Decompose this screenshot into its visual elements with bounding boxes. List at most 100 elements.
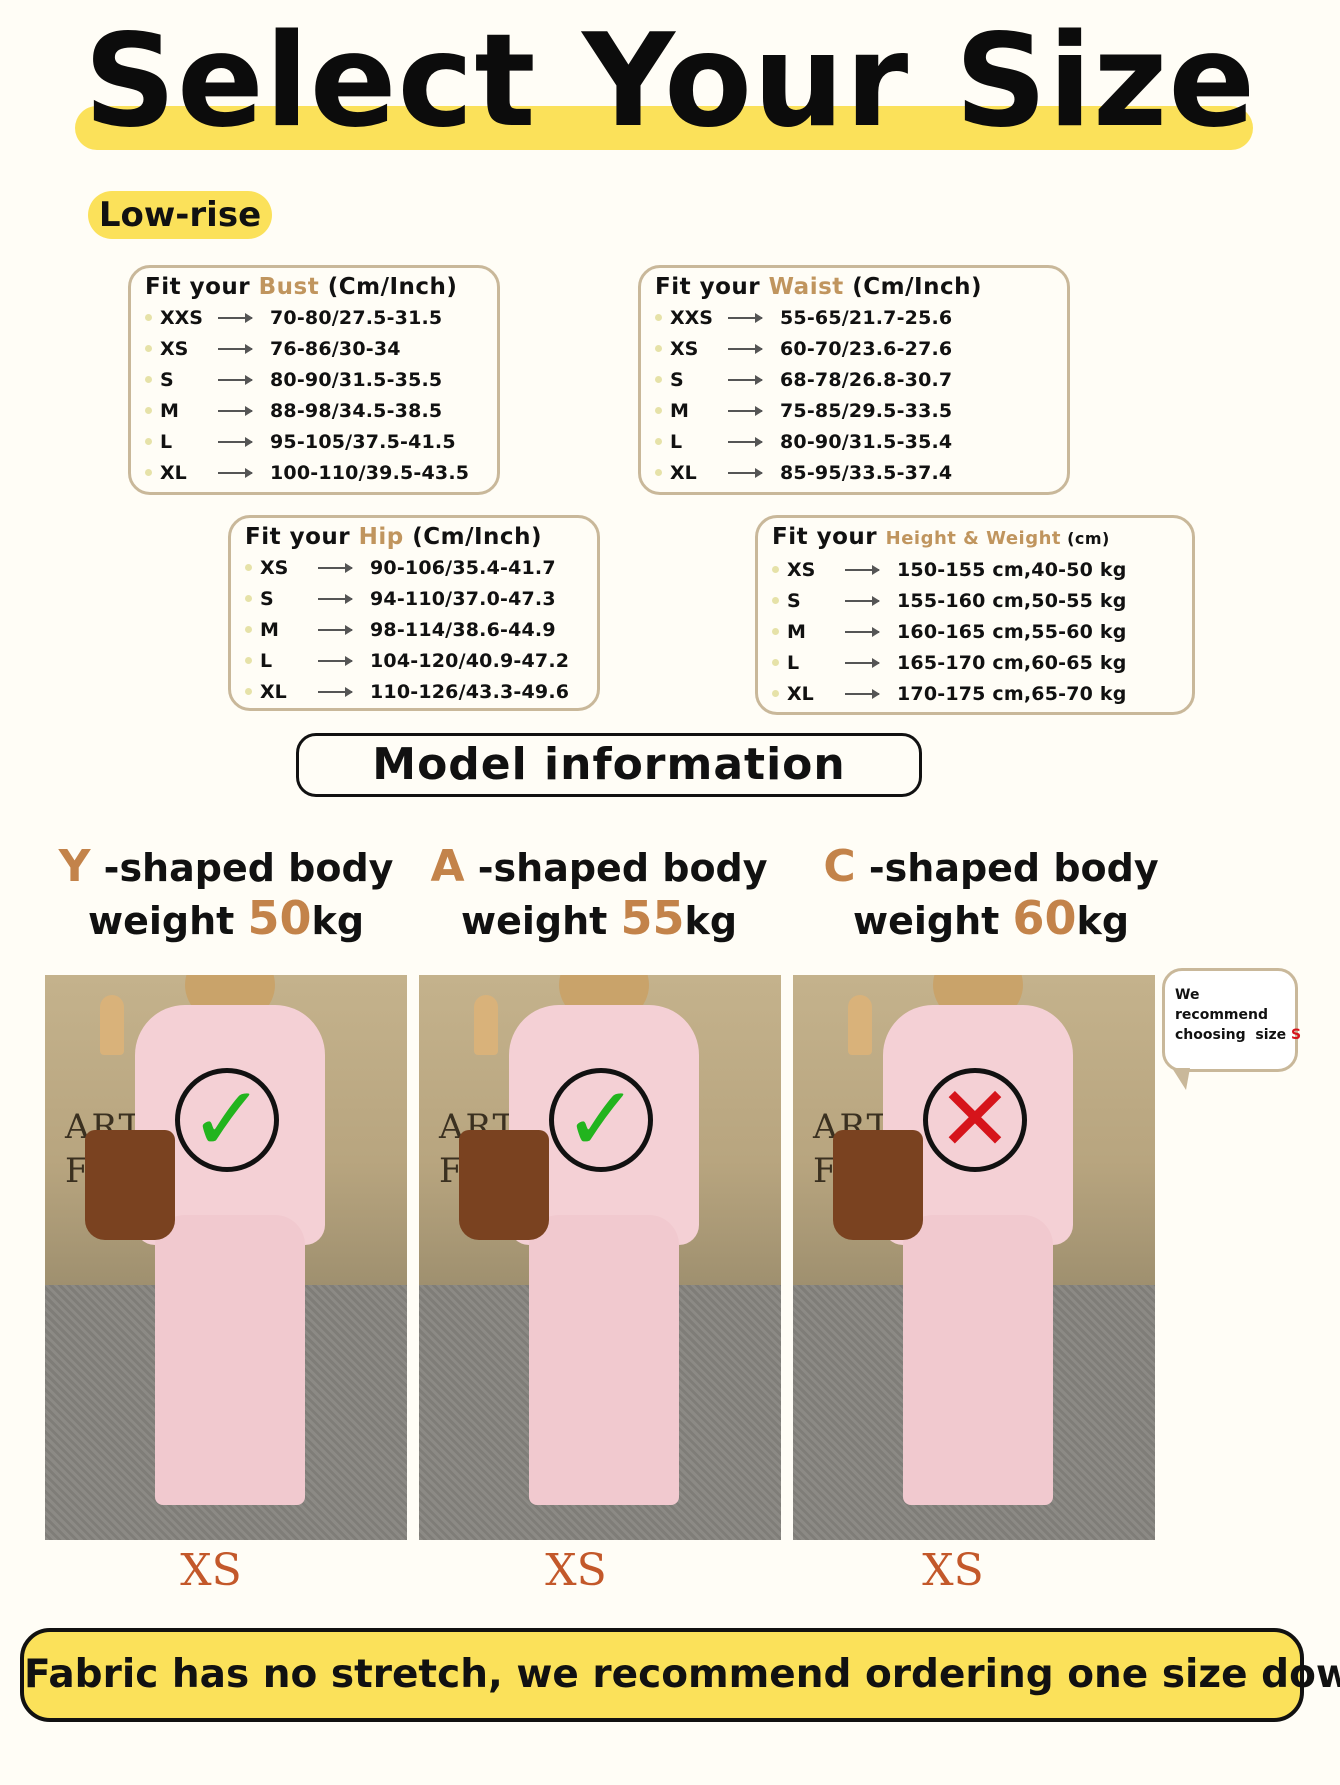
model-information-heading: Model information — [296, 733, 922, 797]
size-rows: XS 150-155 cm,40-50 kg S 155-160 cm,50-55 k… — [772, 554, 1178, 709]
stretch-notice-banner: Fabric has no stretch, we recommend orde… — [20, 1628, 1340, 1722]
size-value: 70-80/27.5-31.5 — [270, 306, 443, 329]
size-code: XS — [670, 337, 699, 360]
size-value: 94-110/37.0-47.3 — [370, 587, 556, 610]
bullet-dot-icon — [145, 314, 152, 321]
size-row: S 155-160 cm,50-55 kg — [772, 585, 1178, 616]
size-code: S — [160, 368, 174, 391]
pink-pants — [529, 1215, 679, 1505]
arrow-right-icon — [845, 657, 880, 668]
bullet-dot-icon — [772, 628, 779, 635]
pink-pants — [903, 1215, 1053, 1505]
size-code: S — [260, 587, 274, 610]
size-value: 150-155 cm,40-50 kg — [897, 558, 1127, 581]
bullet-dot-icon — [245, 626, 252, 633]
size-value: 80-90/31.5-35.5 — [270, 368, 443, 391]
size-code: S — [670, 368, 684, 391]
card-title: Fit your Waist (Cm/Inch) — [655, 274, 982, 300]
arrow-right-icon — [218, 436, 253, 447]
arrow-right-icon — [728, 436, 763, 447]
size-code: XS — [787, 558, 816, 581]
arrow-right-icon — [728, 467, 763, 478]
check-mark-icon: ✓ — [175, 1068, 279, 1172]
size-value: 155-160 cm,50-55 kg — [897, 589, 1127, 612]
size-row: XXS 70-80/27.5-31.5 — [145, 302, 483, 333]
size-code: L — [787, 651, 800, 674]
arrow-right-icon — [318, 562, 353, 573]
size-code: L — [670, 430, 683, 453]
bullet-dot-icon — [655, 407, 662, 414]
model-3-photo: ART FA ✕ — [793, 975, 1155, 1540]
model-2-label: A -shaped body weight 55kg — [430, 841, 768, 945]
bullet-dot-icon — [772, 690, 779, 697]
size-value: 60-70/23.6-27.6 — [780, 337, 953, 360]
bullet-dot-icon — [145, 376, 152, 383]
size-code: S — [787, 589, 801, 612]
ice-cream-cone — [100, 995, 124, 1055]
bullet-dot-icon — [245, 595, 252, 602]
size-code: M — [260, 618, 279, 641]
bullet-dot-icon — [245, 688, 252, 695]
size-value: 160-165 cm,55-60 kg — [897, 620, 1127, 643]
size-code: M — [670, 399, 689, 422]
size-code: XXS — [160, 306, 203, 329]
size-value: 104-120/40.9-47.2 — [370, 649, 570, 672]
card-title: Fit your Hip (Cm/Inch) — [245, 524, 542, 550]
model-2-size: XS — [545, 1545, 607, 1596]
arrow-right-icon — [218, 467, 253, 478]
arrow-right-icon — [845, 688, 880, 699]
size-row: M 75-85/29.5-33.5 — [655, 395, 1053, 426]
size-value: 95-105/37.5-41.5 — [270, 430, 456, 453]
size-value: 90-106/35.4-41.7 — [370, 556, 556, 579]
size-code: XL — [260, 680, 287, 703]
bullet-dot-icon — [655, 314, 662, 321]
size-value: 75-85/29.5-33.5 — [780, 399, 953, 422]
bullet-dot-icon — [655, 376, 662, 383]
size-code: XL — [160, 461, 187, 484]
bubble-line-2: choosing size S — [1175, 1027, 1302, 1043]
arrow-right-icon — [845, 626, 880, 637]
height-weight-size-card: Fit your Height & Weight (cm) XS 150-155 … — [755, 515, 1195, 715]
size-value: 110-126/43.3-49.6 — [370, 680, 570, 703]
bullet-dot-icon — [772, 566, 779, 573]
arrow-right-icon — [728, 405, 763, 416]
model-1-photo: ART FA ✓ — [45, 975, 407, 1540]
model-1-size: XS — [180, 1545, 242, 1596]
title-highlight-bar — [75, 106, 1253, 150]
model-2-photo: ART FA ✓ — [419, 975, 781, 1540]
brown-bag — [459, 1130, 549, 1240]
arrow-right-icon — [728, 343, 763, 354]
size-row: XL 110-126/43.3-49.6 — [245, 676, 583, 707]
arrow-right-icon — [318, 624, 353, 635]
size-value: 165-170 cm,60-65 kg — [897, 651, 1127, 674]
arrow-right-icon — [845, 564, 880, 575]
model-1-label: Y -shaped body weight 50kg — [58, 841, 394, 945]
brown-bag — [85, 1130, 175, 1240]
brown-bag — [833, 1130, 923, 1240]
arrow-right-icon — [318, 655, 353, 666]
model-3-size: XS — [922, 1545, 984, 1596]
bullet-dot-icon — [772, 597, 779, 604]
page-title: Select Your Size — [83, 7, 1257, 156]
bullet-dot-icon — [145, 469, 152, 476]
size-value: 55-65/21.7-25.6 — [780, 306, 953, 329]
size-value: 76-86/30-34 — [270, 337, 401, 360]
arrow-right-icon — [728, 374, 763, 385]
card-title: Fit your Height & Weight (cm) — [772, 524, 1110, 550]
bullet-dot-icon — [245, 657, 252, 664]
